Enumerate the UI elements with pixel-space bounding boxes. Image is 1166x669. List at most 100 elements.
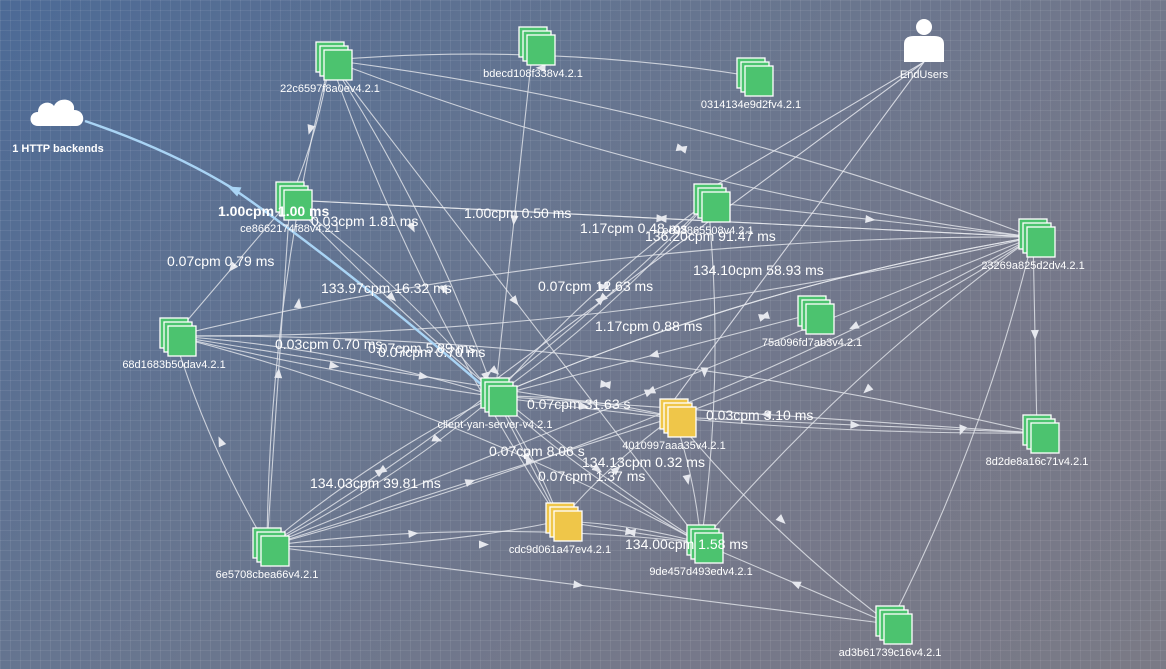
edge-metric-label: 0.03cpm 3.10 ms — [706, 407, 813, 423]
edge-metric-label: 134.10cpm 58.93 ms — [693, 262, 824, 278]
service-node[interactable]: 8d2de8a16c71v4.2.1 — [986, 414, 1089, 468]
edge-metric-label: 0.07cpm 12.63 ms — [538, 278, 653, 294]
service-icon — [488, 385, 518, 417]
edge-line[interactable] — [700, 236, 1034, 544]
edge-arrow-icon — [228, 261, 239, 272]
edge-line[interactable] — [494, 395, 702, 544]
edge-line[interactable] — [329, 59, 1034, 238]
edge-line[interactable] — [494, 201, 709, 397]
edge-metric-label: 0.07cpm 31.63 s — [527, 396, 631, 412]
service-node[interactable]: 68d1683b50dav4.2.1 — [122, 317, 226, 371]
service-node[interactable]: ce8662174f88v4.2.1 — [240, 181, 340, 235]
edge-metric-label: 134.00cpm 1.58 ms — [625, 536, 748, 552]
edge-arrow-icon — [598, 283, 609, 292]
edge-line[interactable] — [329, 59, 496, 397]
service-label: 8d2de8a16c71v4.2.1 — [986, 456, 1089, 468]
edge-line[interactable] — [173, 335, 268, 547]
service-node[interactable]: client-yan-server-v4.2.1 — [438, 377, 553, 431]
edge-arrow-icon — [675, 143, 687, 152]
edge-line[interactable] — [173, 335, 1038, 434]
edge-arrow-icon — [481, 370, 492, 381]
http-backends-node[interactable]: 1 HTTP backends — [12, 99, 104, 155]
edge-arrow-icon — [376, 464, 388, 474]
edge-line[interactable] — [673, 416, 891, 625]
edge-metric-label: 0.07cpm 0.70 ms — [378, 344, 485, 360]
service-node[interactable]: ee93865508v4.2.1 — [662, 183, 754, 237]
edge-arrow-icon — [439, 284, 448, 295]
service-label: ee93865508v4.2.1 — [662, 225, 753, 237]
edge-arrow-icon — [600, 381, 611, 390]
service-icon — [526, 34, 556, 66]
edge-metric-label: 0.07cpm 8.06 s — [489, 443, 585, 459]
service-node[interactable]: 23269a825d2dv4.2.1 — [981, 218, 1085, 272]
edge-metric-label: 1.00cpm 1.00 ms — [218, 203, 330, 219]
edge-arrow-icon — [700, 367, 709, 378]
edge-line[interactable] — [173, 335, 496, 397]
edge-metric-label: 136.20cpm 91.47 ms — [645, 228, 776, 244]
cloud-icon — [30, 99, 84, 126]
edge-arrow-icon — [656, 214, 667, 223]
service-node[interactable]: 0314134e9d2fv4.2.1 — [701, 57, 801, 111]
edge-line[interactable] — [266, 395, 496, 547]
backend-edge-line[interactable] — [84, 119, 491, 393]
edge-line[interactable] — [889, 236, 1034, 625]
edge-arrow-icon — [510, 215, 519, 226]
edge-metric-label: 0.03cpm 1.81 ms — [311, 213, 418, 229]
edge-line[interactable] — [266, 530, 702, 547]
edge-line[interactable] — [329, 59, 561, 522]
service-label: 9de457d493edv4.2.1 — [649, 566, 752, 578]
edge-line[interactable] — [266, 395, 496, 547]
edge-line[interactable] — [289, 199, 496, 397]
node-layer: 22c6597f8a0ev4.2.1 bdecd108f338v4.2.1 0314… — [12, 19, 1088, 659]
service-label: 4010997aaa35v4.2.1 — [622, 440, 725, 452]
service-icon — [883, 613, 913, 645]
user-icon — [916, 19, 932, 35]
edge-line[interactable] — [173, 335, 1038, 434]
edge-arrow-icon — [863, 383, 874, 394]
service-node[interactable]: 4010997aaa35v4.2.1 — [622, 398, 726, 452]
edge-arrow-icon — [959, 424, 967, 436]
service-label: 0314134e9d2fv4.2.1 — [701, 99, 801, 111]
edge-arrow-icon — [328, 361, 340, 370]
service-node[interactable]: 9de457d493edv4.2.1 — [649, 524, 753, 578]
edge-line[interactable] — [266, 59, 331, 547]
service-node[interactable]: bdecd108f338v4.2.1 — [483, 26, 583, 80]
service-node[interactable]: 6e5708cbea66v4.2.1 — [216, 527, 319, 581]
edge-line[interactable] — [494, 236, 1034, 397]
service-node[interactable]: 75a096fd7ab3v4.2.1 — [762, 295, 862, 349]
edge-metric-label: 0.03cpm 0.70 ms — [275, 336, 382, 352]
edge-line[interactable] — [173, 236, 1034, 337]
edge-line[interactable] — [700, 201, 716, 544]
service-node[interactable]: cdc9d061a47ev4.2.1 — [509, 502, 611, 556]
endusers-label: EndUsers — [900, 69, 949, 81]
user-edge-line[interactable] — [707, 61, 925, 191]
endusers-node[interactable]: EndUsers — [900, 19, 949, 81]
edge-arrow-icon — [386, 291, 397, 302]
edge-metric-label: 1.17cpm 0.48 ms — [580, 220, 687, 236]
edge-line[interactable] — [266, 520, 561, 548]
edge-arrow-icon — [850, 420, 861, 429]
edge-arrow-icon — [535, 64, 546, 73]
edge-arrow-icon — [509, 295, 519, 306]
service-icon — [701, 191, 731, 223]
edge-line[interactable] — [329, 59, 1034, 238]
edge-line[interactable] — [673, 236, 1034, 418]
http-backends-label: 1 HTTP backends — [12, 143, 104, 155]
edge-line[interactable] — [266, 236, 1034, 547]
edge-arrow-icon — [218, 436, 227, 448]
service-icon — [744, 65, 774, 97]
user-edge-line[interactable] — [673, 61, 925, 401]
service-node[interactable]: ad3b61739c16v4.2.1 — [839, 605, 942, 659]
edge-line[interactable] — [494, 201, 709, 397]
service-node[interactable]: 22c6597f8a0ev4.2.1 — [280, 41, 380, 95]
service-icon — [1030, 422, 1060, 454]
edge-arrow-icon — [408, 529, 419, 538]
service-icon — [323, 49, 353, 81]
edge-arrow-icon — [790, 581, 802, 590]
edge-arrow-icon — [293, 298, 302, 309]
edge-line[interactable] — [173, 236, 1034, 337]
edge-metric-label: 0.07cpm 0.79 ms — [167, 253, 274, 269]
edge-arrow-icon — [758, 314, 769, 322]
edge-arrow-icon — [478, 540, 489, 549]
